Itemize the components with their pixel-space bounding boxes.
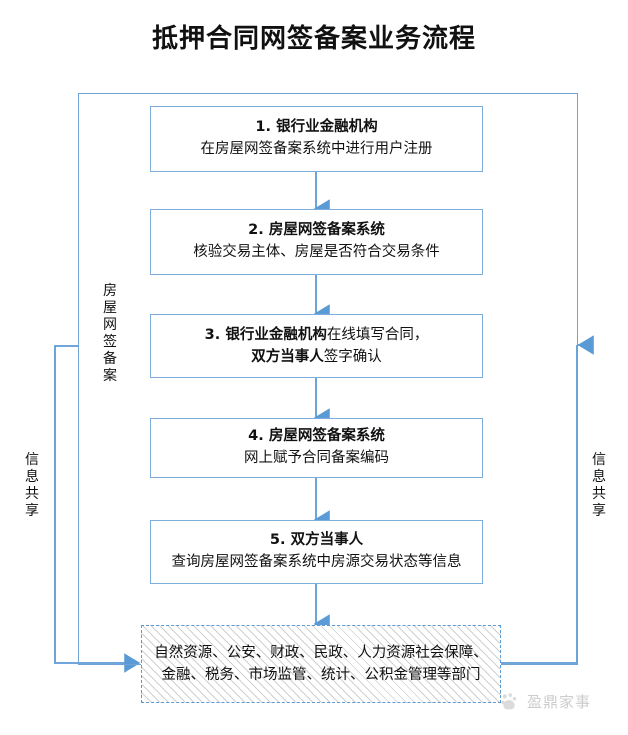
label-right-information-sharing: 信息共享 xyxy=(592,452,606,520)
step-3-line-2: 双方当事人签字确认 xyxy=(251,346,382,368)
step-5-desc: 查询房屋网签备案系统中房源交易状态等信息 xyxy=(171,554,462,570)
step-3-line-1-rest: 在线填写合同， xyxy=(326,326,429,343)
label-left-information-sharing: 信息共享 xyxy=(25,452,39,520)
step-3-line-1: 3. 银行业金融机构在线填写合同， xyxy=(205,324,429,346)
step-3-line-1-strong: 3. 银行业金融机构 xyxy=(204,326,327,343)
watermark-text: 盈鼎家事 xyxy=(527,692,592,711)
process-box-step-3[interactable]: 3. 银行业金融机构在线填写合同， 双方当事人签字确认 xyxy=(150,314,483,378)
step-3-line-2-rest: 签字确认 xyxy=(323,349,382,365)
watermark: 盈鼎家事 xyxy=(498,690,591,712)
department-box-label: 自然资源、公安、财政、民政、人力资源社会保障、金融、税务、市场监管、统计、公积金… xyxy=(154,644,488,683)
page-title: 抵押合同网签备案业务流程 xyxy=(151,24,476,54)
process-box-step-1[interactable]: 1. 银行业金融机构 在房屋网签备案系统中进行用户注册 xyxy=(150,106,483,172)
process-box-step-5[interactable]: 5. 双方当事人 查询房屋网签备案系统中房源交易状态等信息 xyxy=(150,520,483,584)
paw-logo-icon xyxy=(501,693,517,710)
connector-frame-to-dept-left xyxy=(54,345,141,673)
step-2-desc: 核验交易主体、房屋是否符合交易条件 xyxy=(193,244,440,260)
step-4-desc: 网上赋予合同备案编码 xyxy=(244,450,389,466)
process-box-step-2[interactable]: 2. 房屋网签备案系统 核验交易主体、房屋是否符合交易条件 xyxy=(150,209,483,275)
step-5-title: 5. 双方当事人 xyxy=(269,532,364,549)
step-2-title: 2. 房屋网签备案系统 xyxy=(248,222,385,239)
step-1-title: 1. 银行业金融机构 xyxy=(255,119,378,136)
step-3-line-2-strong: 双方当事人 xyxy=(251,349,324,365)
label-inner-scope: 房屋网签备案 xyxy=(103,283,117,385)
step-1-desc: 在房屋网签备案系统中进行用户注册 xyxy=(200,141,433,157)
process-box-step-4[interactable]: 4. 房屋网签备案系统 网上赋予合同备案编码 xyxy=(150,418,483,478)
department-box[interactable]: 自然资源、公安、财政、民政、人力资源社会保障、金融、税务、市场监管、统计、公积金… xyxy=(141,625,501,703)
step-4-title: 4. 房屋网签备案系统 xyxy=(248,428,385,445)
